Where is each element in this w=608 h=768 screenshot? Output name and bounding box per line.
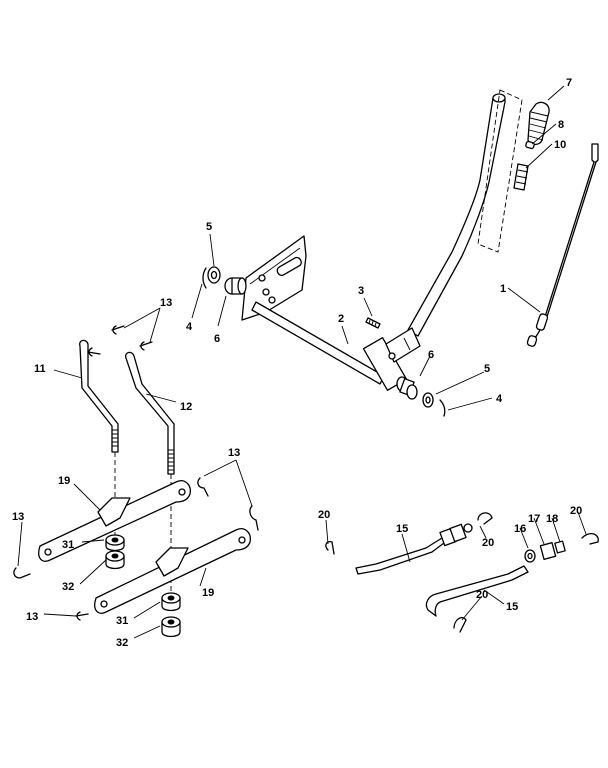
clip-left: [202, 267, 207, 289]
callout-32-lower: 32: [116, 637, 128, 649]
washer-right: [422, 392, 434, 408]
hairpin-clips-20: [325, 512, 599, 633]
callout-18: 18: [546, 513, 558, 525]
callout-16: 16: [514, 523, 526, 535]
lift-handle: [362, 93, 506, 391]
grip-8: [525, 140, 535, 150]
callout-20-bottom: 20: [476, 589, 488, 601]
callout-1: 1: [500, 283, 506, 295]
callout-10: 10: [554, 139, 566, 151]
callout-15-upper: 15: [396, 523, 408, 535]
callout-12: 12: [180, 401, 192, 413]
callout-20-middle: 20: [482, 537, 494, 549]
bushing-right: [396, 376, 418, 400]
callout-17: 17: [528, 513, 540, 525]
callout-15-lower: 15: [506, 601, 518, 613]
callout-20-right: 20: [570, 505, 582, 517]
callout-19-upper: 19: [58, 475, 70, 487]
callout-3: 3: [358, 285, 364, 297]
nut-32-upper: [105, 550, 125, 570]
lift-arm-19-upper: [38, 480, 191, 562]
mounting-bracket: [241, 235, 307, 321]
lift-arm-19-lower: [94, 528, 251, 614]
lift-link-11: [79, 339, 119, 453]
cotter-pin-13-right-a: [197, 477, 209, 497]
grip-phantom-outline: [477, 89, 523, 253]
callout-8: 8: [558, 119, 564, 131]
bushing-left: [224, 277, 247, 295]
callout-11: 11: [34, 363, 46, 375]
callout-13-top: 13: [160, 297, 172, 309]
callout-19-lower: 19: [202, 587, 214, 599]
nut-32-lower: [161, 616, 181, 638]
spring-pin-3: [365, 317, 381, 329]
callout-32-upper: 32: [62, 581, 74, 593]
callout-2: 2: [338, 313, 344, 325]
callout-13-right: 13: [228, 447, 240, 459]
washer-left: [207, 266, 221, 284]
lift-link-12: [125, 351, 175, 475]
callout-13-left: 13: [12, 511, 24, 523]
lift-shaft: [251, 301, 385, 385]
spacer-31-upper: [105, 534, 125, 552]
leader-lines: [17, 85, 587, 639]
rod-15-upper: [355, 523, 473, 575]
callout-7: 7: [566, 77, 572, 89]
cotter-pins-13-top: [87, 325, 153, 357]
rod-15-lower: [425, 565, 529, 617]
lift-rod: [526, 143, 599, 347]
callout-4-left: 4: [186, 321, 193, 333]
callout-20-left: 20: [318, 509, 330, 521]
spacer-31-lower: [161, 592, 181, 612]
callout-4-right: 4: [496, 393, 503, 405]
callout-5-right: 5: [484, 363, 490, 375]
cotter-pin-13-right-b: [249, 505, 259, 531]
spring-10: [513, 163, 529, 191]
callout-31-lower: 31: [116, 615, 128, 627]
clip-right: [439, 399, 446, 417]
callout-5-left: 5: [206, 221, 212, 233]
callout-6-right: 6: [428, 349, 434, 361]
callout-labels: 1 2 3 4 5 6 6 5 4 7 8 10 11 12 13 13 13 …: [12, 77, 582, 649]
callout-31-upper: 31: [62, 539, 74, 551]
ferrule-fittings-16-17-18: [524, 540, 566, 563]
cotter-pin-13-bottom: [75, 611, 89, 621]
cotter-pin-13-left: [13, 567, 31, 579]
callout-6-left: 6: [214, 333, 220, 345]
callout-13-bottom: 13: [26, 611, 38, 623]
